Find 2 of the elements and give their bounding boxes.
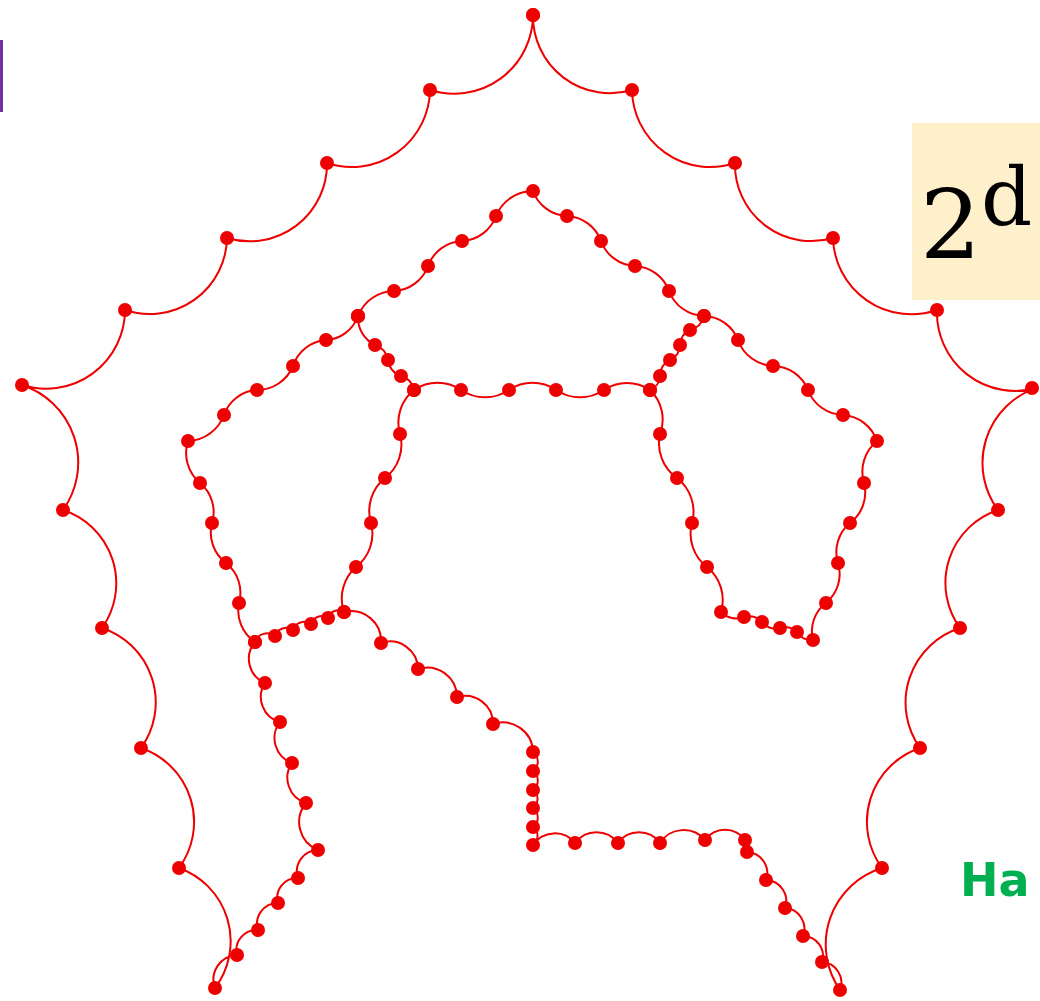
text-label: Ha — [960, 852, 1030, 908]
formula-label: 2$^{d}$ — [912, 123, 1040, 300]
